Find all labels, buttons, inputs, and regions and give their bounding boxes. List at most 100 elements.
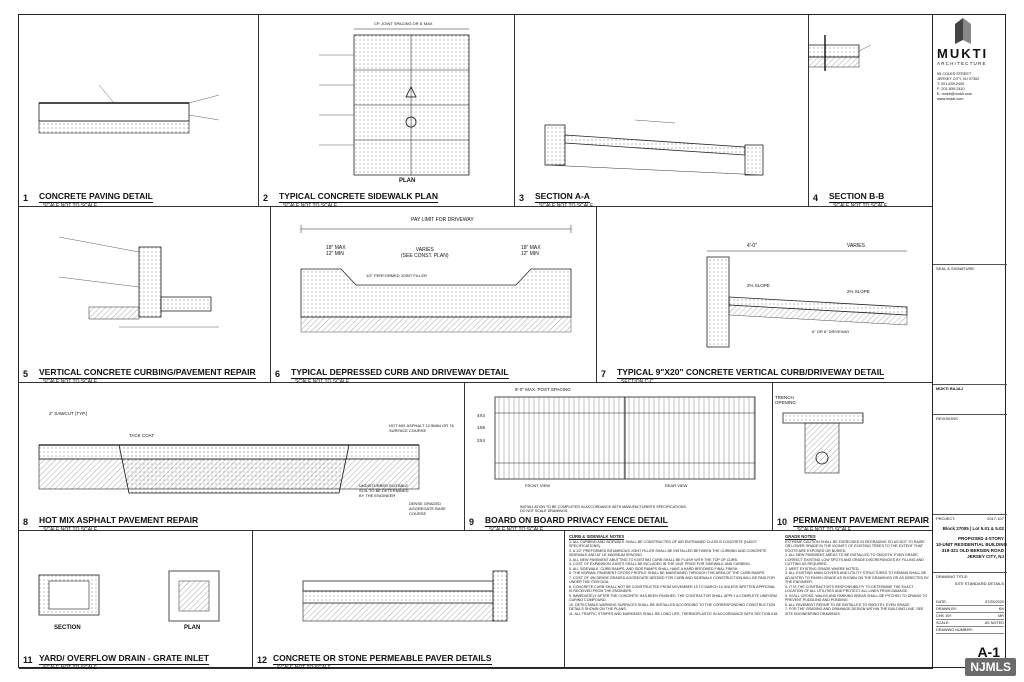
- detail-11-drawing: [38, 570, 220, 622]
- meta-row: CHK. BY: MR: [936, 613, 1004, 620]
- meta-key: DATE:: [936, 600, 947, 604]
- detail-7-dim: 4'-0": [747, 243, 757, 249]
- meta-row: DATE: 07/25/2020: [936, 599, 1004, 606]
- detail-9-cell: 8'-0" MAX. POST SPACING 4X4 1X6 2X4 FRON…: [465, 383, 773, 533]
- revisions-label: REVISIONS: [936, 416, 958, 421]
- project-label: PROJECT:: [936, 516, 956, 521]
- detail-8-caption: 8 HOT MIX ASPHALT PAVEMENT REPAIR SCALE …: [23, 515, 199, 533]
- detail-3-caption: 3 SECTION A-A SCALE NOT TO SCALE: [519, 191, 593, 209]
- detail-scale: SECTION C-C: [621, 379, 654, 385]
- detail-9-2x4: 2X4: [477, 438, 486, 443]
- detail-title: TYPICAL 9"X20" CONCRETE VERTICAL CURB/DR…: [617, 367, 885, 379]
- detail-7-slope-2: 2% SLOPE: [847, 289, 870, 294]
- detail-3-cell: 3 SECTION A-A SCALE NOT TO SCALE: [515, 15, 809, 209]
- project-box: PROJECT: 2017-107: [933, 514, 1007, 594]
- architect-box: MUKTI RAJAJ: [933, 384, 1007, 414]
- detail-8-sawcut: 2" SAWCUT (TYP.): [49, 411, 88, 416]
- detail-number: 1: [23, 193, 29, 203]
- detail-title: TYPICAL DEPRESSED CURB AND DRIVEWAY DETA…: [291, 367, 509, 379]
- seal-box: SEAL & SIGNATURE:: [933, 264, 1007, 384]
- title-block: MUKTI ARCHITECTURE 95 COLES STREET JERSE…: [932, 14, 1007, 668]
- sheet-number: A-1: [977, 644, 1000, 660]
- detail-scale: SCALE NOT TO SCALE: [833, 203, 888, 209]
- detail-11-caption: 11 YARD/ OVERFLOW DRAIN - GRATE INLET SC…: [23, 653, 209, 671]
- detail-3-drawing: [544, 119, 764, 176]
- detail-5-caption: 5 VERTICAL CONCRETE CURBING/PAVEMENT REP…: [23, 367, 256, 385]
- detail-12-drawing: [302, 570, 508, 622]
- meta-value: MR: [998, 614, 1004, 618]
- meta-value: 07/25/2020: [984, 600, 1004, 604]
- detail-scale: SCALE NOT TO SCALE: [489, 527, 544, 533]
- detail-9-4x4: 4X4: [477, 413, 486, 418]
- detail-2-plan-label: PLAN: [399, 178, 416, 184]
- notes-body: EXTREME CAUTION SHALL BE EXERCISED IN RE…: [785, 539, 929, 616]
- detail-10-caption: 10 PERMANENT PAVEMENT REPAIR SCALE NOT T…: [777, 515, 930, 533]
- detail-6-caption: 6 TYPICAL DEPRESSED CURB AND DRIVEWAY DE…: [275, 367, 509, 385]
- detail-title: VERTICAL CONCRETE CURBING/PAVEMENT REPAI…: [39, 367, 256, 379]
- detail-title: HOT MIX ASPHALT PAVEMENT REPAIR: [39, 515, 199, 527]
- detail-scale: SCALE NOT TO SCALE: [43, 665, 98, 671]
- detail-scale: SCALE NOT TO SCALE: [797, 527, 852, 533]
- detail-9-note: INSTALLATION TO BE COMPLETED IN ACCORDAN…: [520, 505, 687, 513]
- detail-number: 4: [813, 193, 819, 203]
- project-info: Block 27005 | Lot 5.01 & 5.02 PROPOSED 4…: [936, 526, 1007, 560]
- meta-row: SCALE:AS NOTED: [936, 620, 1004, 627]
- project-number: 2017-107: [987, 516, 1004, 521]
- detail-2-cell: CP. JOINT SPACING OR 8' MAX PLAN 2 TYPIC…: [259, 15, 515, 209]
- detail-1-caption: 1 CONCRETE PAVING DETAIL SCALE NOT TO SC…: [23, 191, 153, 209]
- detail-9-front-view: FRONT VIEW: [525, 483, 551, 488]
- detail-12-cell: 12 CONCRETE OR STONE PERMEABLE PAVER DET…: [253, 531, 565, 671]
- block-lot: Block 27005 | Lot 5.01 & 5.02: [942, 526, 1004, 531]
- notes-body: 1. ALL CURBING AND SIDEWALK SHALL BE CON…: [569, 539, 779, 616]
- detail-6-max-right: 18" MAX 12" MIN: [521, 245, 541, 257]
- revisions-box: REVISIONS: [933, 414, 1007, 514]
- detail-number: 10: [777, 517, 788, 527]
- mukti-logo-icon: [955, 18, 971, 44]
- meta-row: DRAWN BY:KN: [936, 606, 1004, 613]
- detail-6-cell: PAY LIMIT FOR DRIVEWAY VARIES (SEE CONST…: [271, 207, 597, 385]
- detail-scale: SCALE NOT TO SCALE: [43, 527, 98, 533]
- detail-7-driveway: 6" OR 8" DRIVEWAY: [812, 329, 850, 334]
- detail-9-caption: 9 BOARD ON BOARD PRIVACY FENCE DETAIL SC…: [469, 515, 668, 533]
- detail-scale: SCALE NOT TO SCALE: [43, 203, 98, 209]
- detail-8-cell: 2" SAWCUT (TYP.) TACK COAT HOT MIX ASPHA…: [19, 383, 465, 533]
- detail-8-asphalt: HOT MIX ASPHALT 12.5M64 OR 76 SURFACE CO…: [389, 423, 454, 433]
- meta-value: AS NOTED: [984, 621, 1004, 625]
- drawing-title-box: DRAWING TITLE: SITE STANDARD DETAILS: [933, 572, 1007, 598]
- detail-title: TYPICAL CONCRETE SIDEWALK PLAN: [279, 191, 438, 203]
- detail-scale: SCALE NOT TO SCALE: [295, 379, 350, 385]
- meta-key: CHK. BY:: [936, 614, 953, 618]
- detail-title: BOARD ON BOARD PRIVACY FENCE DETAIL: [485, 515, 668, 527]
- detail-1-cell: 1 CONCRETE PAVING DETAIL SCALE NOT TO SC…: [19, 15, 259, 209]
- detail-8-dense: DENSE GRADED AGGREGATE BASE COURSE: [409, 501, 446, 516]
- drawing-sheet: 1 CONCRETE PAVING DETAIL SCALE NOT TO SC…: [18, 14, 1006, 671]
- detail-9-1x6: 1X6: [477, 425, 486, 430]
- detail-10-cell: TRENCH OPENING 10 PERMANENT PAVEMENT REP…: [773, 383, 933, 533]
- detail-7-caption: 7 TYPICAL 9"X20" CONCRETE VERTICAL CURB/…: [601, 367, 885, 385]
- drawing-title-label: DRAWING TITLE:: [936, 574, 969, 579]
- seal-label: SEAL & SIGNATURE:: [936, 266, 976, 271]
- detail-4-drawing: [809, 35, 872, 71]
- detail-title: SECTION B-B: [829, 191, 885, 203]
- detail-2-dimension: CP. JOINT SPACING OR 8' MAX: [374, 21, 433, 26]
- detail-7-varies: VARIES: [847, 243, 865, 249]
- detail-2-caption: 2 TYPICAL CONCRETE SIDEWALK PLAN SCALE N…: [263, 191, 438, 209]
- detail-number: 6: [275, 369, 281, 379]
- detail-scale: SCALE NOT TO SCALE: [283, 203, 338, 209]
- detail-9-spacing: 8'-0" MAX. POST SPACING: [515, 387, 571, 392]
- detail-scale: SCALE NOT TO SCALE: [539, 203, 594, 209]
- detail-12-caption: 12 CONCRETE OR STONE PERMEABLE PAVER DET…: [257, 653, 492, 671]
- detail-title: PERMANENT PAVEMENT REPAIR: [793, 515, 930, 527]
- detail-7-drawing: [706, 250, 908, 348]
- detail-6-drawing: [300, 225, 572, 333]
- detail-6-pay-limit: PAY LIMIT FOR DRIVEWAY: [411, 217, 474, 223]
- detail-number: 11: [23, 655, 33, 665]
- detail-5-drawing: [58, 236, 219, 328]
- drawing-title: SITE STANDARD DETAILS: [954, 581, 1004, 586]
- detail-scale: SCALE NOT TO SCALE: [277, 665, 332, 671]
- detail-5-cell: 5 VERTICAL CONCRETE CURBING/PAVEMENT REP…: [19, 207, 271, 385]
- curb-sidewalk-notes: CURB & SIDEWALK NOTES 1. ALL CURBING AND…: [569, 535, 779, 665]
- detail-title: CONCRETE PAVING DETAIL: [39, 191, 153, 203]
- detail-2-drawing: [319, 28, 470, 176]
